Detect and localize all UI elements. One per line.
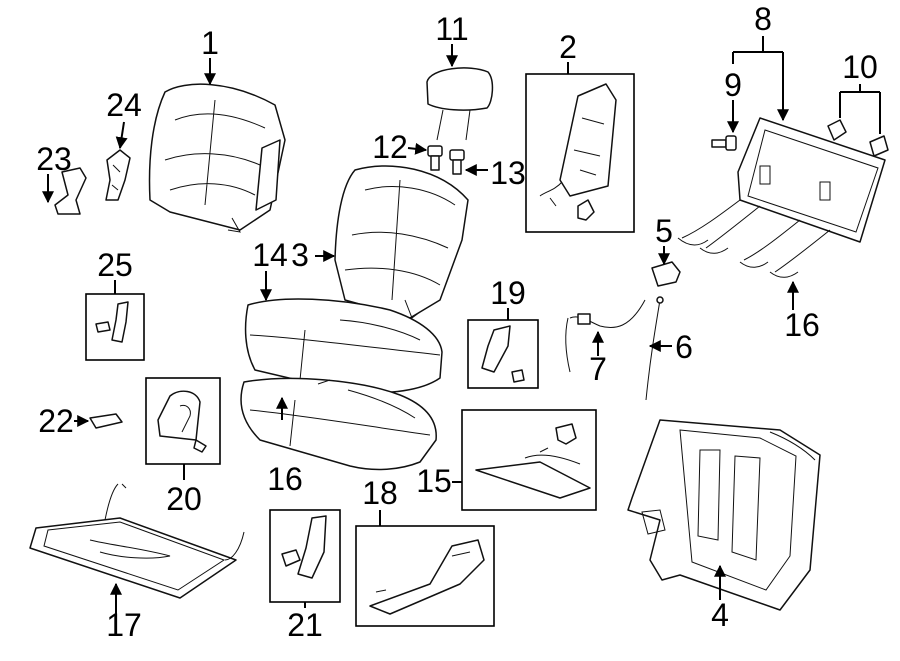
- callout-25: 25: [97, 247, 133, 283]
- callout-14: 14: [252, 237, 288, 273]
- seat-frame-4-part[interactable]: [627, 419, 821, 611]
- callout-11: 11: [435, 11, 468, 47]
- callout-12: 12: [372, 129, 408, 165]
- callout-5: 5: [655, 213, 673, 249]
- callout-1: 1: [201, 25, 219, 61]
- leader-10: [839, 84, 881, 134]
- release-cable-6-part[interactable]: [645, 296, 664, 401]
- callout-9: 9: [724, 67, 742, 103]
- callout-18: 18: [362, 475, 398, 511]
- callout-6: 6: [675, 329, 693, 365]
- seat-cushion-pad-part[interactable]: [240, 377, 437, 471]
- leader-24: [115, 121, 128, 150]
- callout-15: 15: [416, 463, 452, 499]
- latch-5-part[interactable]: [651, 261, 681, 287]
- side-trim-24-part[interactable]: [105, 149, 131, 201]
- callout-19: 19: [490, 275, 526, 311]
- bolt-9-part[interactable]: [711, 135, 737, 151]
- callout-3: 3: [291, 237, 309, 273]
- part-2-box: [525, 73, 635, 233]
- headrest-part[interactable]: [426, 67, 494, 141]
- cover-20-part[interactable]: [157, 390, 207, 453]
- harness-15-part[interactable]: [475, 423, 591, 499]
- callout-24: 24: [106, 87, 142, 123]
- lock-cover-10-part[interactable]: [827, 119, 889, 157]
- callout-10: 10: [842, 49, 878, 85]
- part-18-box: [355, 525, 495, 627]
- headrest-guide-12-part[interactable]: [427, 145, 443, 171]
- seat-cushion-frame-part[interactable]: [29, 483, 245, 599]
- seat-back-frame-part[interactable]: [677, 117, 886, 278]
- callout-13: 13: [490, 155, 526, 191]
- part-15-box: [461, 409, 597, 511]
- callout-8: 8: [754, 1, 772, 37]
- side-trim-23-part[interactable]: [54, 167, 87, 215]
- trim-19-part[interactable]: [481, 325, 525, 383]
- seat-cushion-cover-part[interactable]: [244, 298, 443, 394]
- headrest-guide-13-part[interactable]: [449, 149, 465, 175]
- callout-16a: 16: [267, 461, 303, 497]
- callout-23: 23: [36, 141, 72, 177]
- side-cover-18-part[interactable]: [369, 539, 485, 615]
- leader-8: [732, 36, 784, 118]
- seat-heater-part[interactable]: [539, 83, 617, 221]
- callout-20: 20: [166, 481, 202, 517]
- callout-17: 17: [106, 607, 142, 643]
- leader-12: [407, 142, 428, 155]
- callout-21: 21: [287, 607, 323, 643]
- seat-back-cover-part[interactable]: [148, 83, 286, 233]
- bracket-21-part[interactable]: [281, 515, 327, 579]
- callout-4: 4: [711, 597, 729, 633]
- callout-7: 7: [589, 351, 607, 387]
- callout-16b: 16: [784, 307, 820, 343]
- pad-22-part[interactable]: [89, 413, 123, 429]
- callout-22: 22: [38, 403, 74, 439]
- callout-2: 2: [559, 29, 577, 65]
- part-19-box: [467, 319, 539, 389]
- seat-back-assembly-part[interactable]: [334, 165, 469, 319]
- bracket-25-part[interactable]: [95, 301, 129, 343]
- release-cable-7-part[interactable]: [565, 299, 646, 373]
